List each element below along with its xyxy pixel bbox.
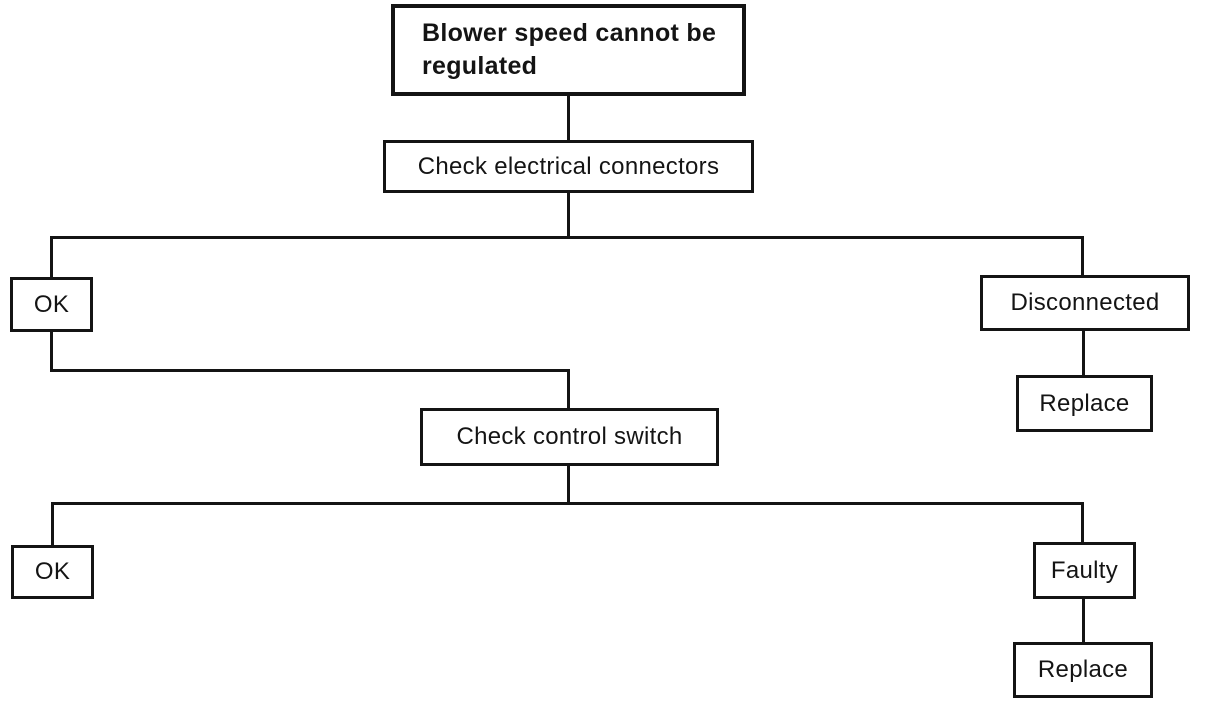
node-faulty: Faulty <box>1033 542 1136 599</box>
edge-branch1-horizontal-line <box>50 236 1084 239</box>
edge-branch2-to-faulty-line <box>1081 502 1084 543</box>
node-label: OK <box>34 558 71 586</box>
edge-branch1-to-ok-line <box>50 236 53 278</box>
edge-into-check-switch-line <box>567 369 570 409</box>
node-label: Disconnected <box>1010 289 1160 317</box>
node-replace-connectors: Replace <box>1016 375 1153 432</box>
edge-branch2-horizontal-line <box>51 502 1084 505</box>
edge-ok-down-line <box>50 331 53 372</box>
node-ok-connectors: OK <box>10 277 93 332</box>
node-label: OK <box>33 290 70 318</box>
edge-check-connectors-stem-line <box>567 193 570 238</box>
node-label: Replace <box>1037 656 1129 684</box>
edge-branch2-to-ok-line <box>51 502 54 546</box>
edge-faulty-to-replace-line <box>1082 598 1085 643</box>
node-disconnected: Disconnected <box>980 275 1190 331</box>
node-label: Replace <box>1039 389 1130 417</box>
node-check-control-switch: Check control switch <box>420 408 719 466</box>
node-label: Check electrical connectors <box>417 152 720 180</box>
node-replace-switch: Replace <box>1013 642 1153 698</box>
edge-blower-to-check-connectors-line <box>567 94 570 142</box>
edge-branch1-to-disconnected-line <box>1081 236 1084 276</box>
node-label: Faulty <box>1050 556 1119 584</box>
node-check-electrical-connectors: Check electrical connectors <box>383 140 754 193</box>
node-blower-speed-problem: Blower speed cannot be regulated <box>391 4 746 96</box>
node-label: Blower speed cannot be regulated <box>422 19 717 80</box>
node-label: Check control switch <box>456 423 683 451</box>
edge-ok-to-check-switch-horizontal-line <box>50 369 570 372</box>
edge-check-switch-stem-line <box>567 465 570 505</box>
node-ok-switch: OK <box>11 545 94 599</box>
edge-disconnected-to-replace-line <box>1082 330 1085 376</box>
